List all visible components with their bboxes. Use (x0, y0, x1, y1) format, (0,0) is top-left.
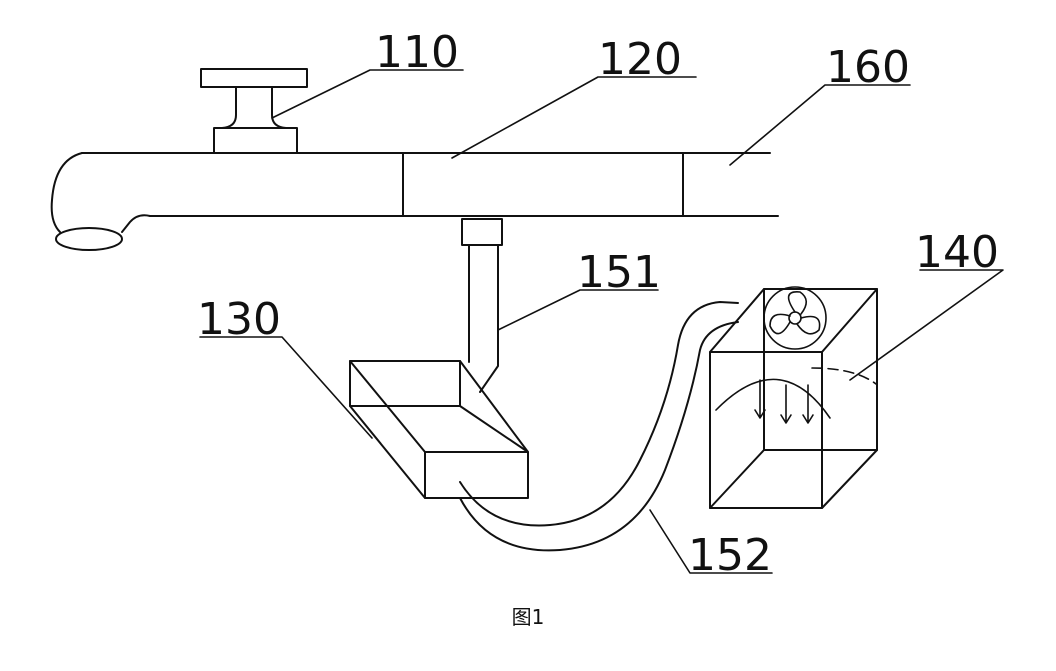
box-front-face (349, 360, 529, 499)
arrow-icons (754, 379, 814, 424)
faucet (50, 68, 779, 251)
cube-edges (709, 288, 878, 509)
figure-caption: 图1 (512, 605, 545, 629)
leader-152 (649, 509, 773, 574)
label-130: 130 (197, 294, 281, 345)
label-110: 110 (375, 27, 459, 78)
spout-outlet (55, 227, 123, 251)
faucet-handle-top (200, 68, 308, 88)
leader-160 (729, 84, 911, 166)
box-back-face (349, 360, 461, 407)
airflow-dashed (811, 367, 877, 385)
label-120: 120 (598, 34, 682, 85)
label-160: 160 (826, 42, 910, 93)
label-140: 140 (915, 227, 999, 278)
hose-inner (459, 301, 739, 527)
faucet-valve-base (213, 127, 298, 154)
airflow-arc (715, 378, 831, 419)
fan-icon (763, 286, 827, 350)
faucet-handle-stem (221, 86, 287, 129)
leader-120 (451, 76, 697, 159)
spout-curve (50, 152, 151, 233)
cube-back (763, 288, 878, 451)
cube-front (709, 351, 823, 509)
leader-130 (199, 336, 373, 439)
branch-pipe (468, 244, 499, 393)
unit-140 (709, 286, 878, 509)
leader-lines (199, 69, 1004, 574)
hose-152 (459, 301, 739, 552)
container-130 (349, 360, 529, 499)
hose-outer (459, 321, 739, 552)
leader-151 (497, 289, 659, 331)
label-151: 151 (577, 247, 661, 298)
branch-connector (461, 218, 503, 246)
leader-110 (271, 69, 464, 119)
labels: 110 120 160 151 130 140 152 (197, 27, 999, 581)
box-body (349, 360, 529, 499)
branch-pipe-151 (461, 218, 503, 393)
label-152: 152 (688, 530, 772, 581)
leader-140 (849, 269, 1004, 381)
